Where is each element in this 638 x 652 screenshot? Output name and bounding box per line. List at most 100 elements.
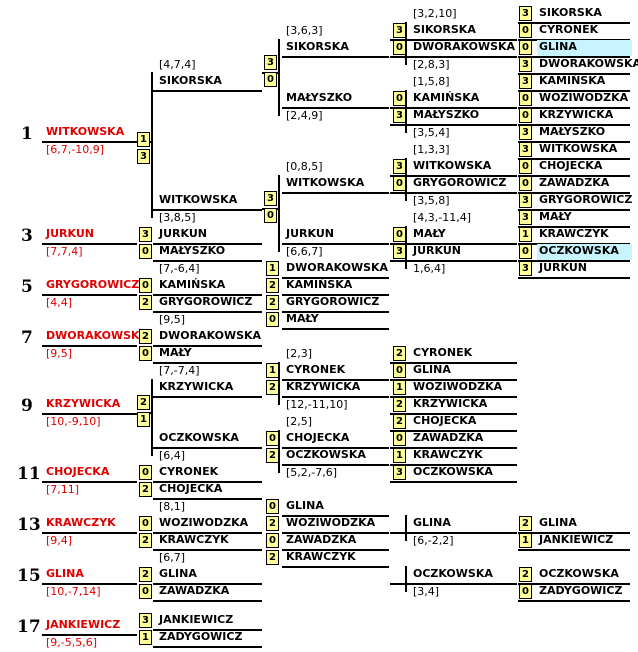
player-name: MAŁYSZKO: [286, 91, 353, 104]
player-name: MAŁYSZKO: [539, 125, 606, 138]
match-score: [0,8,5]: [286, 160, 323, 173]
score-box: 3: [519, 193, 532, 208]
bracket-vline: [151, 72, 153, 218]
match-score: [5,2,-7,6]: [286, 466, 338, 479]
player-name: ZADYGOWICZ: [159, 630, 243, 643]
score-box: 0: [139, 278, 152, 293]
score-box: 0: [139, 584, 152, 599]
score-box: 1: [519, 227, 532, 242]
player-name: DWORAKOWSKA: [413, 40, 516, 53]
score-box: 2: [139, 567, 152, 582]
player-name: WITKOWSKA: [159, 193, 238, 206]
match-score: [6,6,7]: [286, 245, 323, 258]
player-name: JURKUN: [413, 244, 461, 257]
bracket-hline: [518, 600, 630, 602]
bracket-hline: [153, 209, 262, 211]
player-name: DWORAKOWSKA: [159, 329, 262, 342]
score-box: 2: [139, 295, 152, 310]
bracket-hline: [282, 532, 389, 534]
bracket-hline: [390, 464, 517, 466]
bracket-hline: [42, 532, 137, 534]
score-box: 0: [519, 176, 532, 191]
player-name: SIKORSKA: [159, 74, 222, 87]
bracket-hline: [153, 362, 262, 364]
bracket-hline: [390, 447, 517, 449]
seed-number: 13: [17, 515, 41, 535]
seed-number: 7: [21, 328, 33, 348]
bracket-hline: [282, 379, 389, 381]
player-name: GLINA: [413, 363, 451, 376]
seed-score: [7,7,4]: [46, 245, 83, 258]
score-box: 0: [393, 363, 406, 378]
score-box: 1: [393, 448, 406, 463]
bracket-hline: [153, 549, 262, 551]
bracket-vline: [278, 39, 280, 116]
player-name: MAŁYSZKO: [159, 244, 226, 257]
bracket-hline: [518, 158, 630, 160]
score-box: 0: [519, 159, 532, 174]
bracket-hline: [282, 294, 389, 296]
score-box: 3: [393, 108, 406, 123]
match-score: [3,6,3]: [286, 24, 323, 37]
match-score: [1,3,3]: [413, 143, 450, 156]
seed-number: 9: [21, 396, 33, 416]
bracket-hline: [42, 141, 137, 143]
score-box: 0: [393, 176, 406, 191]
bracket-hline: [153, 243, 262, 245]
player-name: GLINA: [413, 516, 451, 529]
bracket-hline: [282, 192, 389, 194]
player-name: WITKOWSKA: [413, 159, 492, 172]
bracket-hline: [153, 260, 262, 262]
player-name: GLINA: [159, 567, 197, 580]
bracket-hline: [518, 175, 630, 177]
match-score: [3,5,4]: [413, 126, 450, 139]
player-name: CYRONEK: [539, 23, 599, 36]
bracket-hline: [153, 396, 262, 398]
player-name: KRAWCZYK: [286, 550, 356, 563]
player-name: ZAWADZKA: [539, 176, 610, 189]
bracket-hline: [153, 481, 262, 483]
score-box: 0: [393, 40, 406, 55]
player-name: KAMIŃSKA: [413, 91, 480, 104]
score-box: 0: [266, 312, 279, 327]
player-name: OCZKOWSKA: [413, 465, 493, 478]
match-score: [3,5,8]: [413, 194, 450, 207]
bracket-hline: [282, 243, 389, 245]
score-box: 2: [266, 448, 279, 463]
bracket-hline: [153, 345, 262, 347]
match-score: [3,4]: [413, 585, 440, 598]
seed-player: KRAWCZYK: [46, 516, 116, 529]
player-name: JURKUN: [159, 227, 207, 240]
player-name: MAŁY: [159, 346, 192, 359]
bracket-hline: [390, 413, 517, 415]
bracket-hline: [390, 532, 517, 534]
score-box: 1: [137, 132, 150, 147]
player-name: CHOJECKA: [286, 431, 350, 444]
player-name: DWORAKOWSKA: [539, 57, 638, 70]
player-name: JURKUN: [286, 227, 334, 240]
bracket-hline: [153, 294, 262, 296]
score-box: 1: [266, 261, 279, 276]
score-box: 0: [393, 227, 406, 242]
bracket-hline: [282, 328, 389, 330]
match-score: [7,-7,4]: [159, 364, 200, 377]
bracket-vline: [278, 362, 280, 405]
bracket-hline: [390, 481, 517, 483]
bracket-hline: [282, 464, 389, 466]
player-name: MAŁY: [286, 312, 319, 325]
bracket-hline: [518, 583, 630, 585]
score-box: 3: [519, 57, 532, 72]
bracket-hline: [390, 39, 517, 41]
highlight-cell: [537, 40, 632, 56]
seed-player: JURKUN: [46, 227, 94, 240]
score-box: 2: [393, 414, 406, 429]
score-box: 2: [137, 395, 150, 410]
bracket-hline: [390, 583, 517, 585]
player-name: JANKIEWICZ: [539, 533, 614, 546]
bracket-hline: [390, 124, 517, 126]
score-box: 0: [264, 72, 277, 87]
bracket-hline: [153, 583, 262, 585]
bracket-vline: [405, 515, 407, 541]
bracket-hline: [390, 396, 517, 398]
bracket-hline: [282, 566, 389, 568]
